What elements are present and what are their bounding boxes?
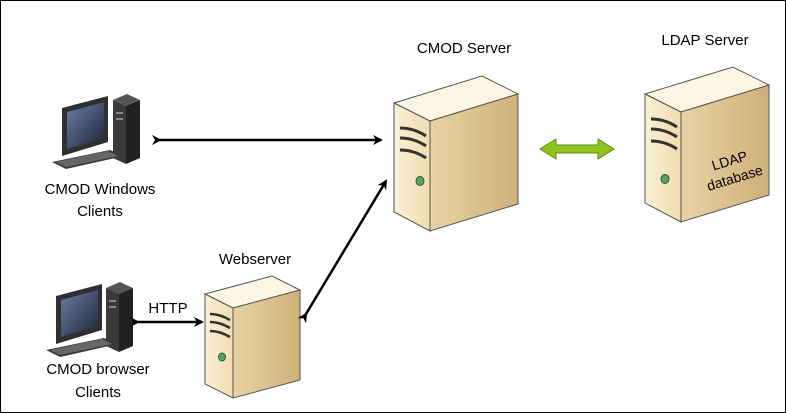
windows-clients-label-line2: Clients bbox=[77, 203, 123, 220]
webserver-to-cmod-connector bbox=[297, 179, 388, 324]
ldap-server-icon: LDAP database bbox=[643, 66, 771, 223]
ldap-server-label: LDAP Server bbox=[661, 32, 749, 49]
cmod-server-label: CMOD Server bbox=[416, 40, 512, 57]
webserver-icon bbox=[203, 275, 302, 399]
browser-client-workstation-icon bbox=[46, 282, 133, 357]
windows-clients-label-line1: CMOD Windows bbox=[44, 181, 156, 198]
windows-client-workstation-icon bbox=[52, 94, 140, 169]
browser-clients-label-line1: CMOD browser bbox=[46, 361, 150, 378]
cmod-server-icon bbox=[392, 75, 520, 232]
browser-clients-label-line2: Clients bbox=[75, 384, 121, 401]
http-label: HTTP bbox=[148, 300, 188, 317]
webserver-label: Webserver bbox=[218, 251, 292, 268]
cmod-ldap-connector bbox=[539, 138, 615, 160]
